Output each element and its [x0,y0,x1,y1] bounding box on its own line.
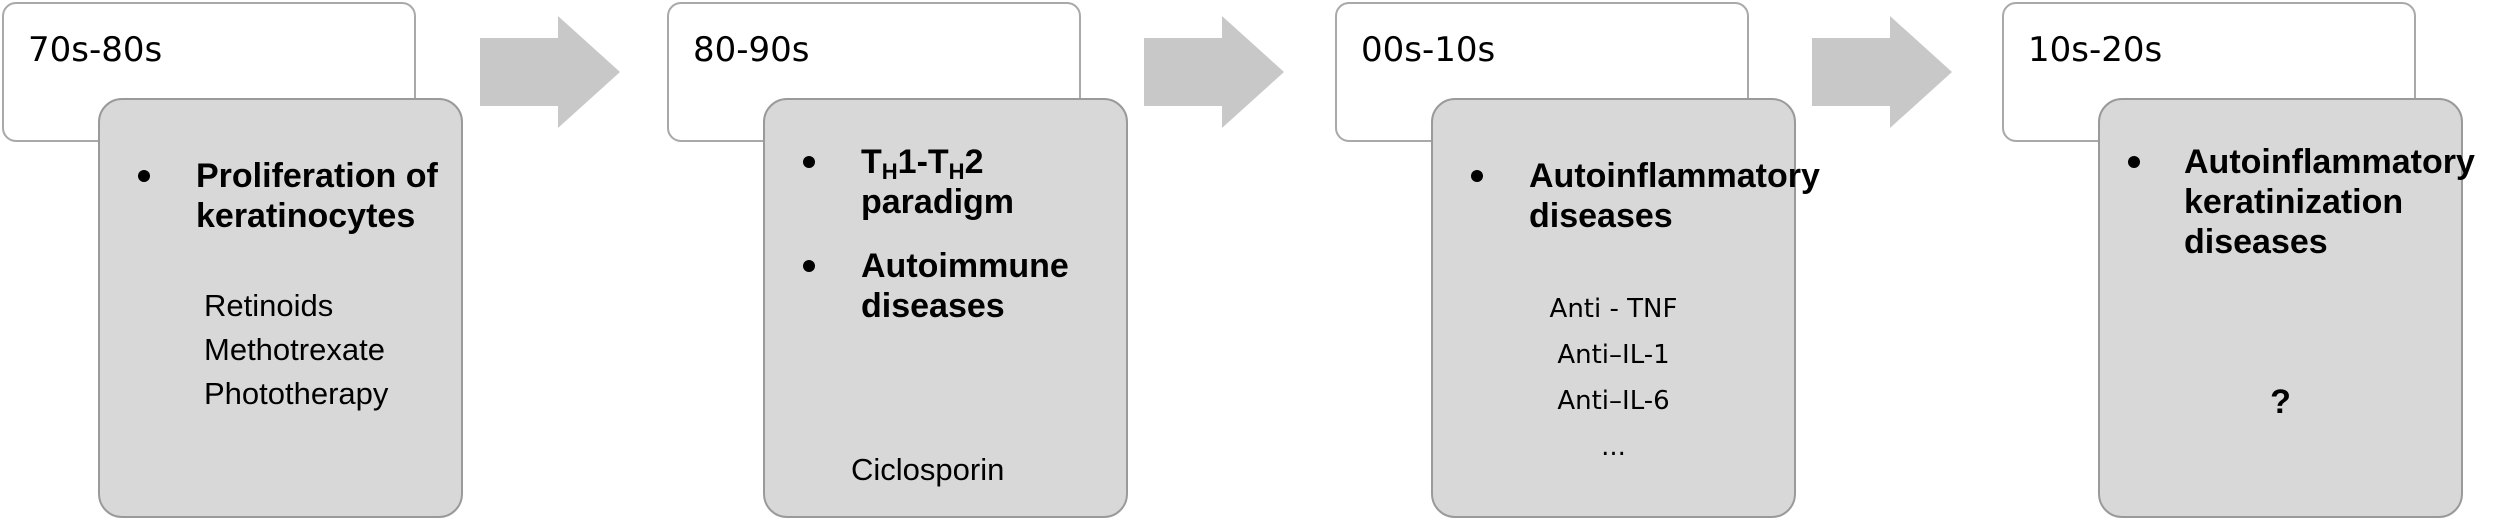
era-4: 10s-20s Autoinflammatory keratinization … [2000,0,2480,526]
era-card: Proliferation of keratinocytes Retinoids… [98,98,463,518]
era-2: 80-90s TH1-TH2 paradigm Autoimmune disea… [665,0,1145,526]
right-arrow-icon [1812,16,1952,128]
era-card: Autoinflammatory keratinization diseases… [2098,98,2475,518]
bullet-icon [2128,156,2140,168]
bullet-text: Autoimmune diseases [861,247,1069,325]
treatment-item: Anti–IL-6 [1557,386,1670,416]
era-label: 00s-10s [1361,30,1496,70]
era-card: Autoinflammatory diseases Anti - TNF Ant… [1431,98,1820,518]
era-3: 00s-10s Autoinflammatory diseases Anti -… [1333,0,1820,526]
era-label: 70s-80s [28,30,163,70]
unknown-treatment: ? [2270,383,2291,421]
treatment-list: Ciclosporin [851,448,1004,492]
treatment-item: Methotrexate [204,332,385,367]
era-card: TH1-TH2 paradigm Autoimmune diseases Cic… [763,98,1128,518]
right-arrow-icon [1144,16,1284,128]
right-arrow-icon [480,16,620,128]
era-label: 10s-20s [2028,30,2163,70]
treatment-item: ... [1601,432,1626,462]
era-1: 70s-80s Proliferation of keratinocytes R… [0,0,480,526]
treatment-item: Anti - TNF [1549,294,1678,324]
bullet-text: Autoinflammatory keratinization diseases [2184,143,2475,261]
bullet-text: Autoinflammatory diseases [1529,157,1820,235]
treatment-list: Retinoids Methotrexate Phototherapy [204,284,388,416]
treatment-item: Ciclosporin [851,452,1005,487]
bullet-text: TH1-TH2 paradigm [861,143,1015,221]
bullet-icon [1471,170,1483,182]
treatment-item: Retinoids [204,288,334,323]
bullet-icon [803,260,815,272]
bullet-icon [803,156,815,168]
treatment-list: Anti - TNF Anti–IL-1 Anti–IL-6 ... [1433,286,1794,470]
bullet-icon [138,170,150,182]
bullet-text: Proliferation of keratinocytes [196,157,438,235]
treatment-item: Phototherapy [204,376,389,411]
treatment-item: Anti–IL-1 [1557,340,1670,370]
era-label: 80-90s [693,30,810,70]
